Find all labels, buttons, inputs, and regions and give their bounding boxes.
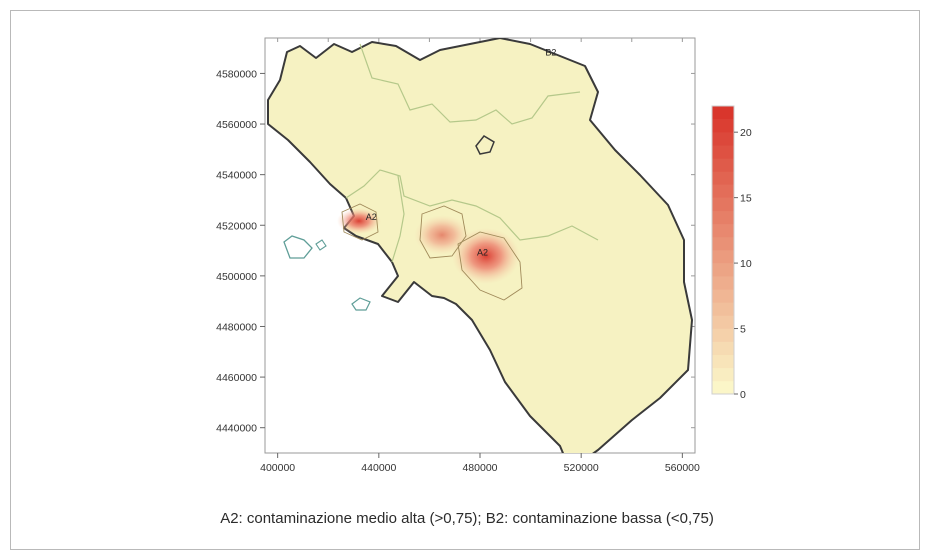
colorbar-segment: [712, 236, 734, 251]
x-tick-label: 480000: [462, 462, 497, 474]
province-boundary: [391, 175, 405, 263]
x-tick-label: 560000: [665, 462, 700, 474]
colorbar-tick-label: 10: [740, 258, 752, 270]
x-tick-label: 440000: [361, 462, 396, 474]
colorbar-segment: [712, 158, 734, 172]
island-procida: [315, 239, 327, 251]
colorbar-tick-label: 5: [740, 324, 746, 336]
district-outline: [419, 205, 467, 259]
figure-caption: A2: contaminazione medio alta (>0,75); B…: [220, 510, 714, 527]
colorbar-segment: [712, 289, 734, 303]
hotspot-a2-naples: [337, 208, 381, 234]
island-ischia: [283, 235, 313, 259]
colorbar-segment: [712, 276, 734, 290]
colorbar-segment: [712, 132, 734, 146]
colorbar-segment: [712, 106, 734, 120]
y-tick-label: 4480000: [216, 321, 257, 333]
y-tick-label: 4520000: [216, 220, 257, 232]
colorbar-segment: [712, 171, 734, 185]
colorbar-segment: [712, 250, 734, 264]
province-boundary: [359, 43, 581, 125]
colorbar-segment: [712, 184, 734, 198]
colorbar-segment: [712, 354, 734, 369]
colorbar-segment: [712, 223, 734, 238]
colorbar-segment: [712, 302, 734, 316]
colorbar-border: [711, 105, 735, 395]
colorbar-tick-label: 0: [740, 389, 746, 401]
y-tick-label: 4540000: [216, 170, 257, 182]
colorbar-segment: [712, 380, 734, 395]
island-capri: [351, 297, 371, 311]
province-boundary: [345, 169, 599, 241]
colorbar-tick-label: 20: [740, 127, 752, 139]
colorbar-segment: [712, 210, 734, 225]
colorbar-ticks: 20 15 10 5 0: [734, 127, 752, 401]
y-tick-label: 4500000: [216, 271, 257, 283]
zone-label: A2: [366, 212, 377, 222]
colorbar-segment: [712, 145, 734, 159]
district-outline: [457, 231, 523, 301]
y-tick-label: 4440000: [216, 423, 257, 435]
zone-label: B2: [545, 48, 556, 58]
colorbar-segment: [712, 197, 734, 212]
hotspot-a2-salerno: [452, 228, 520, 284]
colorbar-segment: [712, 328, 734, 342]
colorbar: [711, 105, 735, 395]
colorbar-segment: [712, 367, 734, 382]
lake-outline: [475, 135, 495, 155]
y-axis-ticks: 4580000 4560000 4540000 4520000 4500000 44800…: [216, 68, 265, 435]
x-axis-ticks: 400000 440000 480000 520000 560000: [260, 453, 700, 474]
colorbar-segment: [712, 341, 734, 356]
colorbar-segment: [712, 315, 734, 329]
y-tick-label: 4460000: [216, 372, 257, 384]
y-tick-label: 4580000: [216, 68, 257, 80]
x-tick-label: 520000: [564, 462, 599, 474]
district-outline: [341, 203, 379, 241]
colorbar-tick-label: 15: [740, 193, 752, 205]
colorbar-segment: [712, 119, 734, 133]
hotspot-sarno: [414, 215, 470, 255]
y-tick-label: 4560000: [216, 119, 257, 131]
colorbar-segment: [712, 263, 734, 277]
zone-label: A2: [477, 248, 488, 258]
minor-ticks: [277, 38, 695, 429]
x-tick-label: 400000: [260, 462, 295, 474]
